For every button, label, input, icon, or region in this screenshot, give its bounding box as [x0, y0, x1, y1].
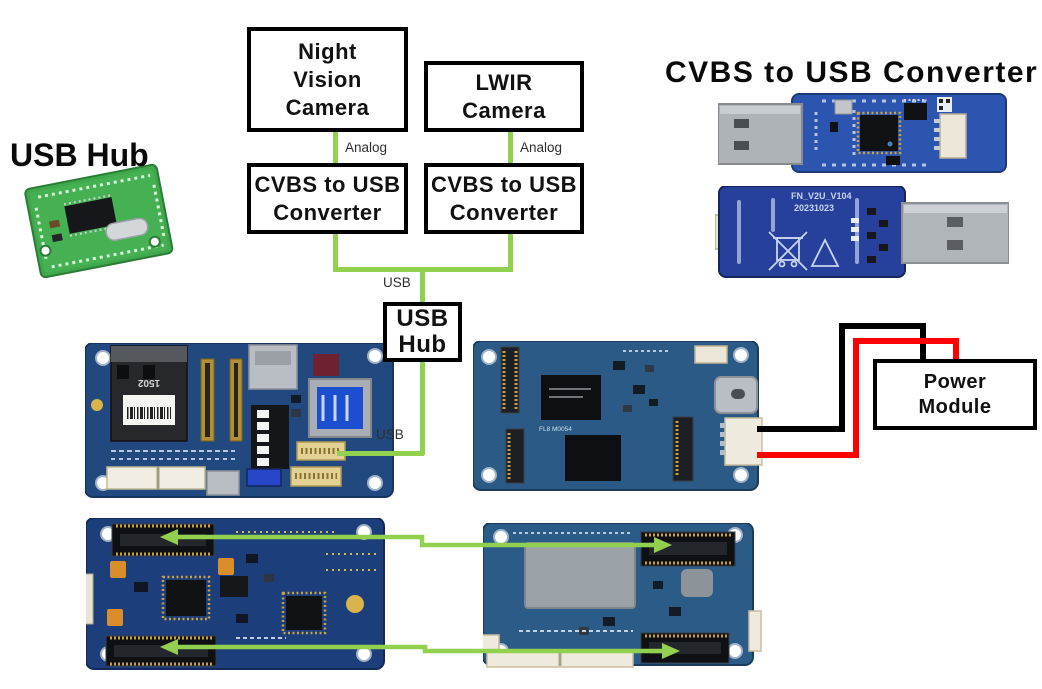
cvbs-converter-box-left: CVBS to USB Converter — [247, 163, 408, 234]
mounting-holes — [481, 347, 749, 483]
usb3-port — [308, 378, 372, 438]
rf-shield — [524, 542, 636, 609]
qr-code — [937, 97, 952, 112]
silkscreen-details — [111, 395, 301, 460]
ethernet-jack: 1502 — [110, 345, 188, 442]
bga-chips — [541, 375, 621, 481]
edge-connector — [86, 573, 94, 625]
cvbs-converter-box-right: CVBS to USB Converter — [424, 163, 584, 234]
jack-marking: 1502 — [137, 377, 160, 388]
box-label-line: Converter — [273, 199, 382, 225]
box-label-line: Vision — [293, 66, 362, 92]
bottom-left-board-photo — [86, 518, 388, 671]
line-usb-to-board — [337, 451, 424, 456]
board-silk-text: FL8 M0054 — [539, 426, 572, 433]
soic-chip — [904, 99, 927, 120]
b2b-connector-bottom — [640, 632, 730, 664]
lwir-camera-box: LWIR Camera — [424, 61, 584, 132]
silkscreen-details — [814, 99, 926, 167]
carrier-board-left-photo: 1502 — [85, 343, 395, 499]
usb-c-port — [714, 376, 758, 414]
processor-board-photo: FL8 M0054 — [473, 341, 765, 492]
box-label-line: Converter — [449, 199, 559, 225]
tact-button — [834, 99, 853, 115]
b2b-connector-top — [640, 531, 736, 567]
silk-text-model: FN_V2U_V104 — [791, 191, 852, 201]
cvbs-dongle-front-photo — [718, 92, 1010, 174]
b2b-connector-top — [111, 523, 215, 557]
power-connector — [720, 417, 763, 466]
dip-switch — [251, 405, 289, 469]
cvbs-converter-photo-title: CVBS to USB Converter — [665, 56, 1039, 89]
usb-hub-photo-title: USB Hub — [10, 137, 149, 173]
usb-a-plug — [718, 103, 803, 165]
top-connector — [694, 345, 728, 364]
box-label-line: Module — [918, 395, 992, 418]
line-lwir-to-cvbs — [508, 131, 513, 164]
inductor — [681, 569, 713, 597]
line-merge-horizontal — [333, 267, 513, 272]
usb-hub-photo — [10, 160, 188, 284]
power-module-box: Power Module — [873, 359, 1037, 430]
line-cvbsleft-down — [333, 234, 338, 272]
line-cvbsright-down — [508, 234, 513, 272]
box-label-line: USB — [396, 305, 449, 332]
usb-a-plug — [901, 202, 1009, 264]
tantalum-component — [313, 354, 339, 376]
bottom-connectors — [106, 466, 342, 496]
silkscreen-details — [134, 531, 376, 639]
cvbs-dongle-back-photo: FN_V2U_V104 20231023 — [715, 186, 1009, 278]
box-label-line: Hub — [398, 331, 447, 358]
line-nvcam-to-cvbs — [333, 131, 338, 164]
analog-label-right: Analog — [520, 140, 563, 155]
box-label-line: CVBS to USB — [430, 171, 578, 197]
jst-connector — [934, 113, 967, 159]
b2b-connector-bottom — [105, 635, 217, 667]
silkscreen-details — [513, 532, 681, 635]
bottom-connectors — [483, 610, 762, 668]
mounting-hole — [39, 244, 52, 257]
box-label-line: CVBS to USB — [254, 171, 401, 197]
line-usbhub-down — [420, 362, 425, 455]
box-label-line: Power — [923, 370, 987, 393]
line-into-usbhub — [420, 271, 425, 302]
weee-symbol — [768, 231, 808, 271]
usb-label-middle: USB — [376, 427, 404, 442]
qfp-chips — [161, 575, 327, 635]
esd-symbol — [810, 237, 840, 267]
crystal-oscillator — [105, 217, 149, 242]
box-label-line: Camera — [285, 94, 370, 120]
tantalum-caps — [107, 558, 234, 626]
mounting-hole — [148, 235, 161, 248]
silk-text-date: 20231023 — [794, 203, 834, 213]
night-vision-camera-box: Night Vision Camera — [247, 27, 408, 132]
usb-hub-box: USB Hub — [383, 302, 462, 362]
analog-label-left: Analog — [345, 140, 388, 155]
usb-label-top: USB — [383, 275, 411, 290]
pad-cluster — [851, 208, 888, 263]
microsd-slot — [248, 344, 298, 390]
box-label-line: Camera — [462, 97, 546, 123]
bottom-right-board-photo — [483, 523, 765, 669]
box-label-line: LWIR — [475, 69, 533, 95]
b2b-connectors — [200, 358, 243, 442]
micro-usb-port — [206, 470, 240, 496]
qfn-chip — [856, 111, 902, 155]
b2b-connectors — [500, 346, 694, 484]
ssop-ic — [64, 197, 117, 234]
green-pcb — [24, 163, 174, 279]
box-label-line: Night — [298, 38, 357, 64]
silkscreen-details — [613, 350, 669, 412]
